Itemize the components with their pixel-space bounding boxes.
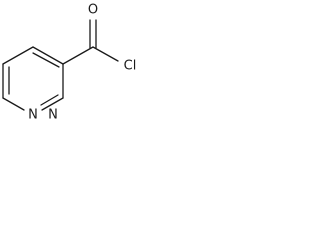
nitrogen-label-1: N <box>48 108 58 123</box>
chemical-structure: O Cl N N <box>2 3 137 123</box>
bond-n1-c6 <box>2 97 25 111</box>
bond-c3-n2-inner <box>40 94 59 106</box>
bond-ring-carbonyl <box>62 46 94 65</box>
bond-c5-c4-inner <box>32 52 60 68</box>
bond-c6-c5 <box>2 46 34 65</box>
oxygen-label: O <box>88 3 98 18</box>
pyridazine-ring <box>2 46 64 111</box>
chlorine-label: Cl <box>124 59 137 74</box>
bond-c3-n2 <box>41 97 64 111</box>
carbonyl-chloride-group <box>62 19 119 65</box>
bond-c5-c4 <box>32 46 64 65</box>
bond-c-cl <box>92 46 119 62</box>
nitrogen-label-2: N <box>28 108 38 123</box>
